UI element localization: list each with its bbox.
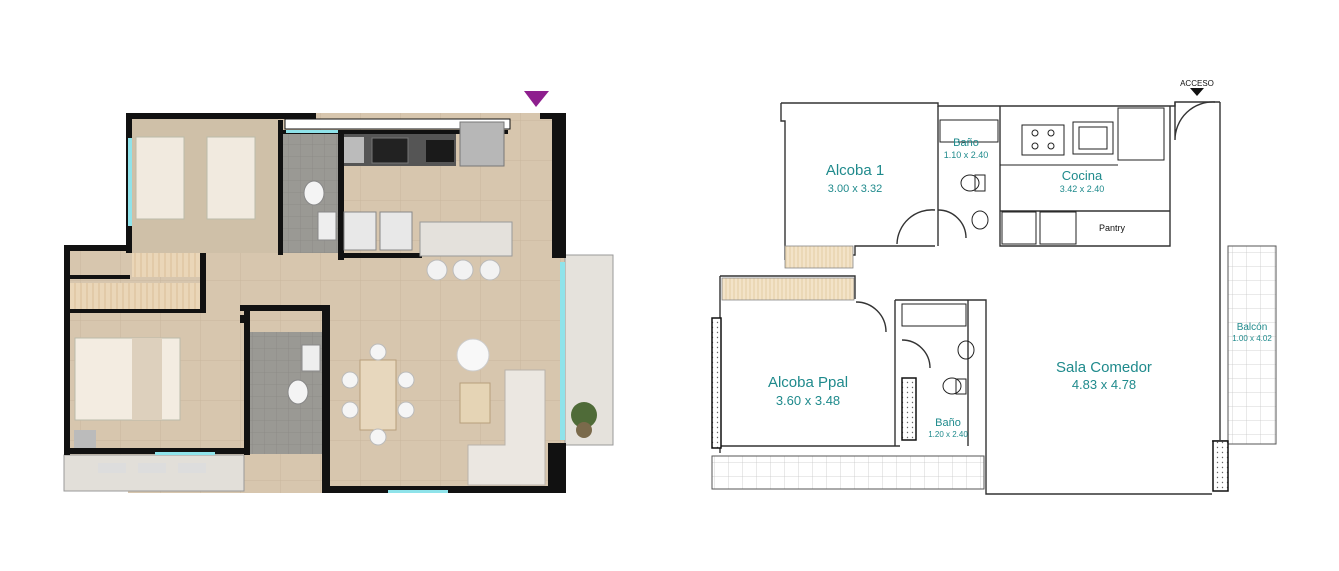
plant-pot (576, 422, 592, 438)
stovetop (371, 137, 409, 164)
chair-1 (341, 371, 359, 389)
outer-wall (780, 103, 786, 260)
single-bed-2 (206, 136, 256, 220)
bano1-name: Baño (953, 137, 979, 149)
alcoba-ppal-wood-strip (721, 277, 855, 301)
access-arrow-icon (1190, 88, 1204, 96)
oven (426, 140, 454, 162)
bench-3 (178, 463, 206, 473)
cocina-name: Cocina (1062, 168, 1103, 183)
bench-2 (138, 463, 166, 473)
access-marker-icon (524, 91, 549, 107)
column-3 (1212, 440, 1229, 492)
cocina-dims: 3.42 x 2.40 (1060, 184, 1105, 194)
balcon-name: Balcón (1237, 322, 1268, 333)
plant-icon (571, 402, 597, 428)
stool-3 (479, 259, 501, 281)
column-2 (901, 377, 917, 441)
balcon-tiles (1227, 245, 1277, 445)
bed-throw (132, 338, 162, 420)
access-label: ACCESO (1180, 79, 1214, 88)
double-bed (74, 337, 181, 421)
fridge (459, 121, 505, 167)
bano1-dims: 1.10 x 2.40 (944, 150, 989, 160)
rendered-floor-plan (63, 91, 614, 493)
island (419, 221, 513, 257)
wood-floor-strip-2 (70, 283, 204, 309)
bench-1 (98, 463, 126, 473)
alcoba1-name: Alcoba 1 (826, 162, 884, 179)
coffee-table (459, 382, 491, 424)
chair-3 (397, 371, 415, 389)
bano2-name: Baño (935, 417, 961, 429)
balcon-dims: 1.00 x 4.02 (1232, 334, 1272, 343)
rendered-walls (64, 113, 566, 493)
column-1 (711, 317, 722, 449)
stool-2 (452, 259, 474, 281)
l-sofa (467, 369, 546, 486)
dryer (379, 211, 413, 251)
sala-dims: 4.83 x 4.78 (1072, 377, 1136, 392)
toilet-1 (303, 180, 325, 206)
alcoba1-wood-strip (784, 245, 854, 269)
dining-table (359, 359, 397, 431)
kitchen-fixtures (1000, 107, 1165, 245)
bano2-dims: 1.20 x 2.40 (928, 430, 968, 439)
chair-2 (341, 401, 359, 419)
washer (343, 211, 377, 251)
chair-6 (369, 428, 387, 446)
nightstand-1 (74, 430, 96, 448)
single-bed-1 (135, 136, 185, 220)
alcoba-ppal-name: Alcoba Ppal (768, 374, 848, 391)
wood-floor-strip-1 (132, 253, 204, 277)
round-ottoman (456, 338, 490, 372)
chair-5 (369, 343, 387, 361)
alcoba1-dims: 3.00 x 3.32 (828, 183, 882, 195)
sink-unit (344, 137, 364, 163)
alcoba-ppal-balcony-tiles (711, 455, 985, 490)
line-floor-plan (719, 101, 1228, 495)
chair-4 (397, 401, 415, 419)
washbasin-2 (301, 344, 321, 372)
bath-fixtures (901, 119, 999, 395)
stool-1 (426, 259, 448, 281)
washbasin-1 (317, 211, 337, 241)
rendered-windows (128, 130, 565, 493)
sala-name: Sala Comedor (1056, 359, 1152, 376)
toilet-2 (287, 379, 309, 405)
pantry-name: Pantry (1099, 223, 1126, 233)
top-window-band (284, 118, 511, 130)
alcoba-ppal-dims: 3.60 x 3.48 (776, 393, 840, 408)
